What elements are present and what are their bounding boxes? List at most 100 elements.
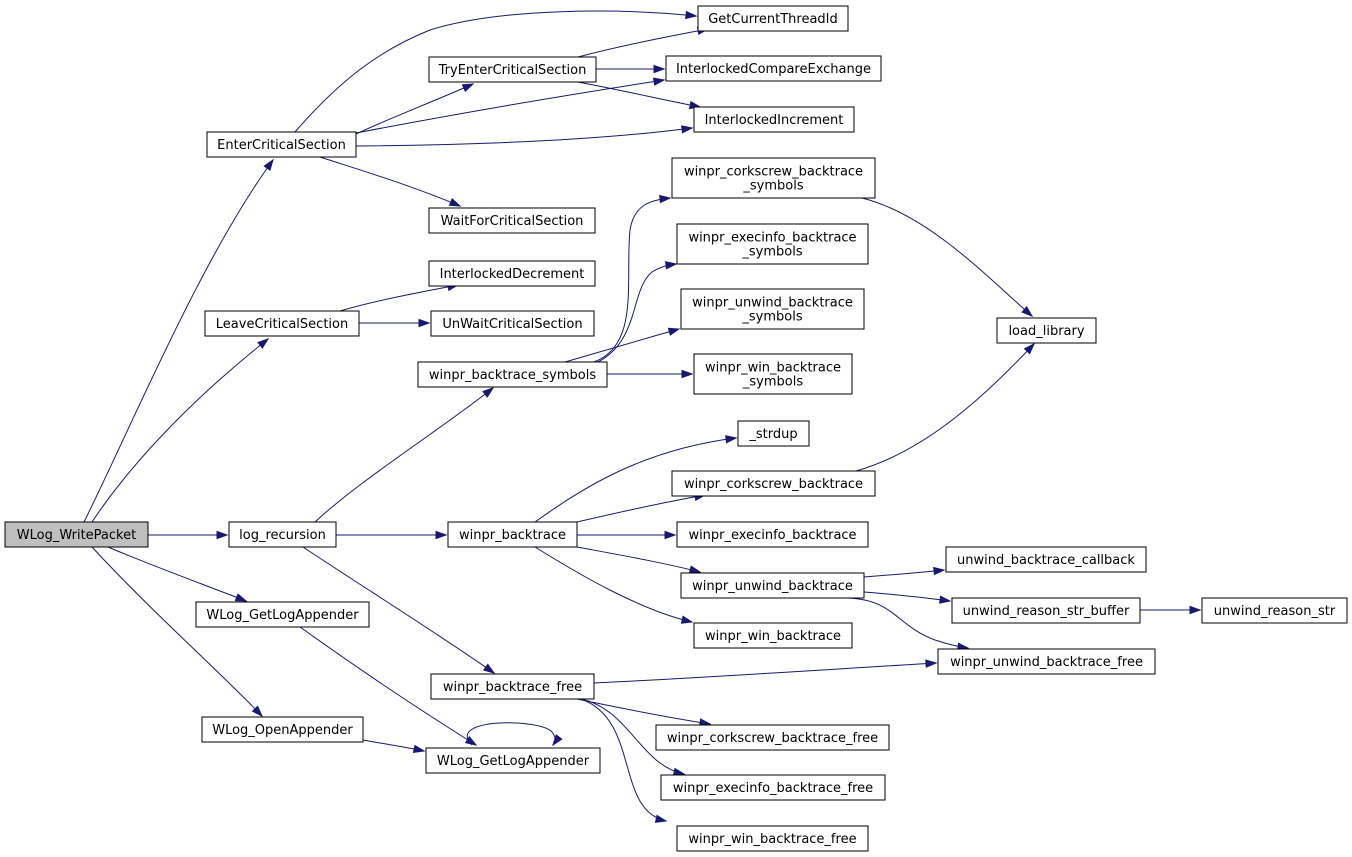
node-winpr-unwind-backtrace-symbols[interactable]: winpr_unwind_backtrace_symbols <box>680 288 865 330</box>
edge-winpr-backtrace-symbols-to-winpr-win-backtrace-symbols <box>607 369 694 379</box>
node-label: winpr_corkscrew_backtrace <box>684 477 863 492</box>
arrowhead <box>653 64 666 74</box>
node-winpr-execinfo-backtrace-free[interactable]: winpr_execinfo_backtrace_free <box>660 774 886 801</box>
edge-winpr-unwind-backtrace-to-winpr-unwind-backtrace-free <box>847 597 970 651</box>
edge-winpr-unwind-backtrace-to-unwind-reason-str-buffer <box>863 591 952 604</box>
node-interlockedincrement[interactable]: InterlockedIncrement <box>693 106 855 133</box>
arrowhead <box>251 705 264 718</box>
node-strdup[interactable]: _strdup <box>737 420 810 447</box>
node-winpr-unwind-backtrace-free[interactable]: winpr_unwind_backtrace_free <box>937 648 1156 675</box>
arrowhead <box>688 565 702 574</box>
arrowhead <box>654 814 668 823</box>
node-leavecriticalsection[interactable]: LeaveCriticalSection <box>204 310 360 337</box>
arrowhead <box>482 663 496 674</box>
node-winpr-win-backtrace-free[interactable]: winpr_win_backtrace_free <box>676 825 869 852</box>
edge-tryentercriticalsection-to-interlockedincrement <box>577 81 702 110</box>
arrowhead <box>448 198 462 207</box>
node-label: winpr_execinfo_backtrace <box>688 231 856 246</box>
node-label: InterlockedIncrement <box>705 113 844 128</box>
node-label: _strdup <box>748 427 797 442</box>
edge-log-recursion-to-winpr-backtrace-free <box>302 546 496 674</box>
node-waitforcriticalsection[interactable]: WaitForCriticalSection <box>428 207 596 234</box>
node-winpr-win-backtrace-symbols[interactable]: winpr_win_backtrace_symbols <box>693 353 853 395</box>
edge-wlog-writepacket-to-wlog-openappender <box>91 546 264 718</box>
edge-winpr-backtrace-free-to-winpr-corkscrew-backtrace-free <box>576 698 712 727</box>
node-wlog-openappender[interactable]: WLog_OpenAppender <box>201 716 364 743</box>
edge-winpr-unwind-backtrace-to-unwind-backtrace-callback <box>863 566 946 578</box>
node-label: _symbols <box>741 310 802 325</box>
arrowhead <box>652 77 666 86</box>
edge-winpr-backtrace-to-winpr-corkscrew-backtrace <box>576 492 707 523</box>
arrowhead <box>216 530 229 540</box>
node-load-library[interactable]: load_library <box>996 317 1097 344</box>
node-wlog-getlogappender-b[interactable]: WLog_GetLogAppender <box>425 747 601 774</box>
arrowhead <box>665 261 678 270</box>
node-label: winpr_win_backtrace_free <box>688 832 856 847</box>
node-label: winpr_corkscrew_backtrace_free <box>667 731 878 746</box>
edge-winpr-corkscrew-backtrace-to-load-library <box>855 342 1036 472</box>
arrowhead <box>667 327 681 336</box>
node-winpr-win-backtrace[interactable]: winpr_win_backtrace <box>693 622 853 649</box>
node-wlog-getlogappender-a[interactable]: WLog_GetLogAppender <box>195 601 370 628</box>
edge-entercriticalsection-to-getcurrentthreadid <box>294 10 698 133</box>
node-label: load_library <box>1008 324 1084 339</box>
node-tryentercriticalsection[interactable]: TryEnterCriticalSection <box>428 56 597 83</box>
edge-wlog-writepacket-to-log-recursion <box>148 530 229 540</box>
node-entercriticalsection[interactable]: EnterCriticalSection <box>206 131 357 158</box>
node-label: unwind_reason_str_buffer <box>963 604 1130 619</box>
edge-winpr-backtrace-symbols-to-winpr-execinfo-backtrace-symbols <box>597 261 678 363</box>
arrowhead <box>680 615 694 624</box>
edge-wlog-writepacket-to-leavecriticalsection <box>91 338 270 523</box>
arrowhead <box>681 369 694 379</box>
node-winpr-backtrace[interactable]: winpr_backtrace <box>447 521 578 548</box>
edge-wlog-writepacket-to-wlog-getlogappender-a <box>107 546 248 602</box>
edge-tryentercriticalsection-to-getcurrentthreadid <box>577 26 710 58</box>
edge-tryentercriticalsection-to-interlockedcompareexchange <box>596 64 666 74</box>
node-winpr-unwind-backtrace[interactable]: winpr_unwind_backtrace <box>680 572 865 599</box>
node-winpr-execinfo-backtrace[interactable]: winpr_execinfo_backtrace <box>676 521 869 548</box>
node-interlockeddecrement[interactable]: InterlockedDecrement <box>428 260 596 287</box>
arrowhead <box>681 125 694 134</box>
node-winpr-corkscrew-backtrace[interactable]: winpr_corkscrew_backtrace <box>671 470 876 497</box>
node-winpr-corkscrew-backtrace-free[interactable]: winpr_corkscrew_backtrace_free <box>655 724 890 751</box>
node-unwind-backtrace-callback[interactable]: unwind_backtrace_callback <box>945 546 1147 573</box>
arrowhead <box>1023 342 1036 355</box>
edge-wlog-openappender-to-wlog-getlogappender-b <box>362 739 426 753</box>
arrowhead <box>1021 305 1034 317</box>
node-unwind-reason-str-buffer[interactable]: unwind_reason_str_buffer <box>951 597 1141 624</box>
node-label: TryEnterCriticalSection <box>438 63 587 78</box>
node-label: UnWaitCriticalSection <box>442 317 582 332</box>
node-wlog-writepacket[interactable]: WLog_WritePacket <box>4 521 149 548</box>
node-label: _symbols <box>742 179 803 194</box>
node-label: winpr_win_backtrace <box>705 629 841 644</box>
node-label: _symbols <box>741 245 802 260</box>
node-winpr-backtrace-symbols[interactable]: winpr_backtrace_symbols <box>417 361 608 388</box>
node-label: WLog_WritePacket <box>17 528 136 543</box>
node-label: winpr_execinfo_backtrace <box>688 528 856 543</box>
node-label: GetCurrentThreadId <box>708 12 838 27</box>
node-label: winpr_unwind_backtrace <box>692 579 853 594</box>
node-interlockedcompareexchange[interactable]: InterlockedCompareExchange <box>665 55 882 82</box>
node-winpr-backtrace-free[interactable]: winpr_backtrace_free <box>430 673 595 700</box>
node-label: _symbols <box>742 375 803 390</box>
node-getcurrentthreadid[interactable]: GetCurrentThreadId <box>697 5 849 32</box>
node-unwaitcriticalsection[interactable]: UnWaitCriticalSection <box>430 310 595 337</box>
edge-entercriticalsection-to-interlockedcompareexchange <box>355 77 666 134</box>
edge-winpr-backtrace-to-winpr-unwind-backtrace <box>576 546 702 574</box>
arrowhead <box>257 338 270 349</box>
node-winpr-execinfo-backtrace-symbols[interactable]: winpr_execinfo_backtrace_symbols <box>676 223 869 265</box>
arrowhead <box>552 734 563 747</box>
node-label: winpr_unwind_backtrace <box>692 296 853 311</box>
node-label: WLog_GetLogAppender <box>206 608 359 623</box>
arrowhead <box>1189 605 1202 615</box>
arrowhead <box>412 744 426 753</box>
node-log-recursion[interactable]: log_recursion <box>228 521 337 548</box>
node-label: InterlockedCompareExchange <box>676 62 871 77</box>
edge-winpr-backtrace-symbols-to-winpr-unwind-backtrace-symbols <box>564 327 681 363</box>
arrowhead <box>925 659 938 668</box>
node-unwind-reason-str[interactable]: unwind_reason_str <box>1201 597 1348 624</box>
node-winpr-corkscrew-backtrace-symbols[interactable]: winpr_corkscrew_backtrace_symbols <box>671 157 876 199</box>
edge-log-recursion-to-winpr-backtrace <box>336 530 448 540</box>
node-label: LeaveCriticalSection <box>216 317 348 332</box>
